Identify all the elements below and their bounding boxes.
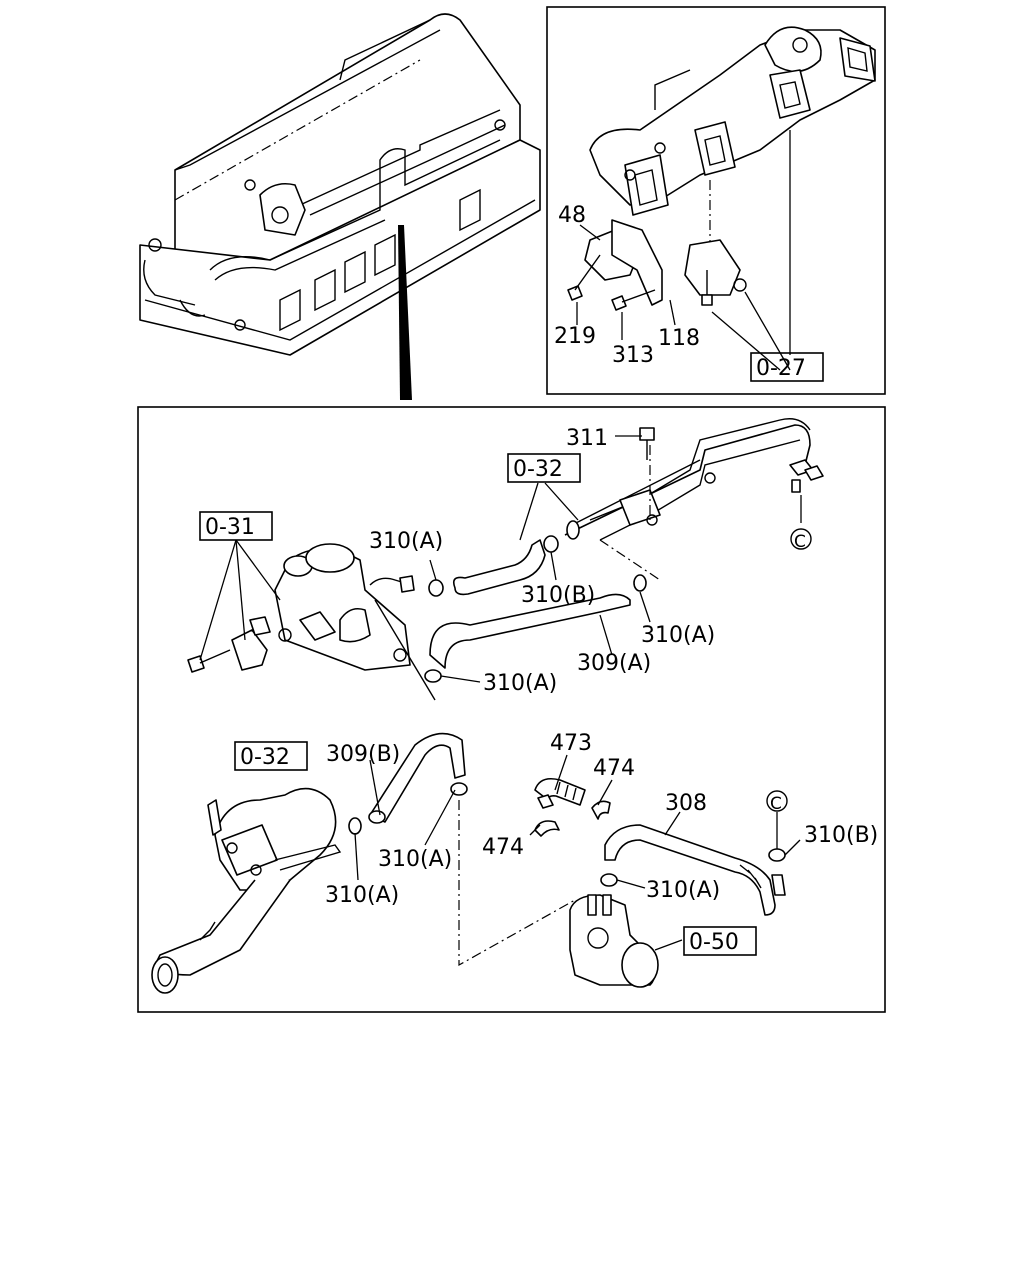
ref-box-0-27	[750, 352, 824, 382]
pipe-icon	[564, 418, 824, 581]
bolt-icon	[567, 254, 713, 311]
ref-box-0-50	[683, 926, 757, 956]
bolt-icon	[639, 427, 655, 460]
label-310b-1: 310(B)	[521, 583, 595, 608]
throttle-body-icon	[569, 894, 659, 988]
exhaust-manifold-icon	[589, 26, 876, 250]
label-48: 48	[558, 203, 586, 228]
bracket-icon	[231, 616, 271, 671]
ref-0-50: 0-50	[689, 930, 739, 955]
engine-head-icon	[139, 13, 541, 400]
ref-0-32-top: 0-32	[513, 457, 563, 482]
ref-box-0-32-bottom	[234, 741, 308, 771]
label-309b: 309(B)	[326, 742, 400, 767]
label-219: 219	[554, 324, 596, 349]
circle-c-marker-2	[766, 790, 788, 812]
label-311: 311	[566, 426, 608, 451]
hose-icon	[429, 539, 631, 669]
label-310b-2: 310(B)	[804, 823, 878, 848]
label-474-1: 474	[593, 756, 635, 781]
label-circle-c-2: C	[770, 794, 782, 814]
label-310a-2: 310(A)	[641, 623, 715, 648]
label-474-2: 474	[482, 835, 524, 860]
label-310a-1: 310(A)	[369, 529, 443, 554]
label-circle-c-1: C	[794, 532, 806, 552]
label-473: 473	[550, 731, 592, 756]
clamp-icon	[534, 800, 611, 837]
label-118: 118	[658, 326, 700, 351]
circle-c-marker-1	[790, 528, 812, 550]
thermostat-housing-icon	[151, 787, 342, 994]
bracket-icon	[584, 219, 747, 306]
label-308: 308	[665, 791, 707, 816]
ref-box-0-32-top	[507, 453, 581, 483]
label-310a-6: 310(A)	[646, 878, 720, 903]
label-309a: 309(A)	[577, 651, 651, 676]
ref-0-31: 0-31	[205, 515, 255, 540]
egr-valve-icon	[274, 543, 436, 701]
label-310a-3: 310(A)	[483, 671, 557, 696]
label-313: 313	[612, 343, 654, 368]
ref-box-0-31	[199, 511, 273, 541]
detail-frame	[137, 406, 886, 1013]
ref-0-27: 0-27	[756, 356, 806, 381]
inset-frame	[546, 6, 886, 395]
clamp-icon	[348, 535, 786, 887]
ref-0-32-bottom: 0-32	[240, 745, 290, 770]
hose-icon	[534, 777, 586, 809]
label-310a-5: 310(A)	[325, 883, 399, 908]
hose-icon	[368, 732, 466, 824]
label-310a-4: 310(A)	[378, 847, 452, 872]
bolt-icon	[187, 649, 231, 673]
hose-icon	[604, 824, 786, 916]
